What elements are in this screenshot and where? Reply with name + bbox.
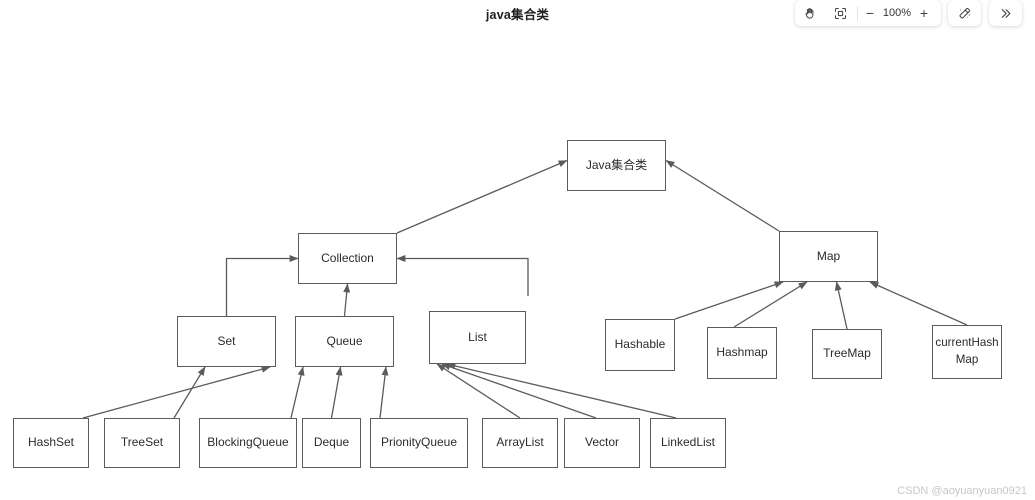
node-label: Set xyxy=(217,333,236,348)
hand-pan-tool-button[interactable] xyxy=(795,0,825,26)
view-tool-group: − 100% + xyxy=(795,0,941,26)
edge xyxy=(436,363,521,419)
magic-wand-icon xyxy=(959,7,971,19)
edge xyxy=(665,159,780,232)
expand-more-button[interactable] xyxy=(991,0,1021,26)
edge xyxy=(225,255,299,316)
node-prionityqueue[interactable]: PrionityQueue xyxy=(370,418,468,468)
node-collection[interactable]: Collection xyxy=(298,233,397,284)
node-deque[interactable]: Deque xyxy=(302,418,361,468)
node-queue[interactable]: Queue xyxy=(295,316,394,367)
more-tool-group xyxy=(989,0,1022,26)
edge xyxy=(733,281,808,328)
edge xyxy=(674,281,784,320)
node-hashable[interactable]: Hashable xyxy=(605,319,675,371)
node-vector[interactable]: Vector xyxy=(564,418,640,468)
node-arraylist[interactable]: ArrayList xyxy=(482,418,558,468)
edge xyxy=(446,362,677,419)
node-label: HashSet xyxy=(27,435,75,450)
node-label: Deque xyxy=(313,435,350,450)
node-treeset[interactable]: TreeSet xyxy=(104,418,180,468)
zoom-out-button[interactable]: − xyxy=(865,5,875,21)
node-label: List xyxy=(468,329,487,344)
node-label: Queue xyxy=(326,333,363,348)
edge xyxy=(379,366,389,419)
fit-to-screen-icon xyxy=(834,7,846,19)
edge xyxy=(82,365,271,419)
node-label: ArrayList xyxy=(496,435,544,450)
edge xyxy=(290,366,305,419)
node-label: Hashmap xyxy=(716,345,768,360)
hand-icon xyxy=(805,7,813,19)
magic-tool-group xyxy=(948,0,981,26)
edge xyxy=(869,281,968,326)
node-label: Collection xyxy=(321,250,374,265)
edge xyxy=(441,363,597,419)
node-map[interactable]: Map xyxy=(779,231,878,282)
edge xyxy=(343,283,351,317)
node-treemap[interactable]: TreeMap xyxy=(812,329,882,379)
edge xyxy=(396,255,529,296)
node-linkedlist[interactable]: LinkedList xyxy=(650,418,726,468)
top-toolbar: java集合类 − 10 xyxy=(0,0,1035,30)
zoom-in-button[interactable]: + xyxy=(919,5,929,21)
node-label: TreeSet xyxy=(120,435,164,450)
csdn-watermark: CSDN @aoyuanyuan0921 xyxy=(897,485,1027,497)
node-blockingqueue[interactable]: BlockingQueue xyxy=(199,418,297,468)
chevron-double-right-icon xyxy=(1001,8,1011,18)
edge xyxy=(834,281,848,330)
node-hashset[interactable]: HashSet xyxy=(13,418,89,468)
node-root[interactable]: Java集合类 xyxy=(567,140,666,191)
node-label: Hashable xyxy=(614,337,666,352)
edge xyxy=(173,366,206,419)
magic-wand-button[interactable] xyxy=(950,0,980,26)
node-label: Java集合类 xyxy=(585,157,648,172)
node-list[interactable]: List xyxy=(429,311,526,364)
edge xyxy=(396,159,568,234)
node-hashmap[interactable]: Hashmap xyxy=(707,327,777,379)
node-label: TreeMap xyxy=(823,346,871,361)
toolbar-divider xyxy=(857,5,858,21)
node-label: PrionityQueue xyxy=(380,435,458,450)
node-label: Map xyxy=(816,248,841,263)
node-set[interactable]: Set xyxy=(177,316,276,367)
document-title: java集合类 xyxy=(485,8,550,22)
zoom-level-label[interactable]: 100% xyxy=(882,7,912,19)
node-label: LinkedList xyxy=(660,435,716,450)
edge xyxy=(330,366,343,419)
fit-to-screen-button[interactable] xyxy=(825,0,855,26)
node-label: BlockingQueue xyxy=(207,435,289,450)
node-label: Vector xyxy=(584,435,620,450)
